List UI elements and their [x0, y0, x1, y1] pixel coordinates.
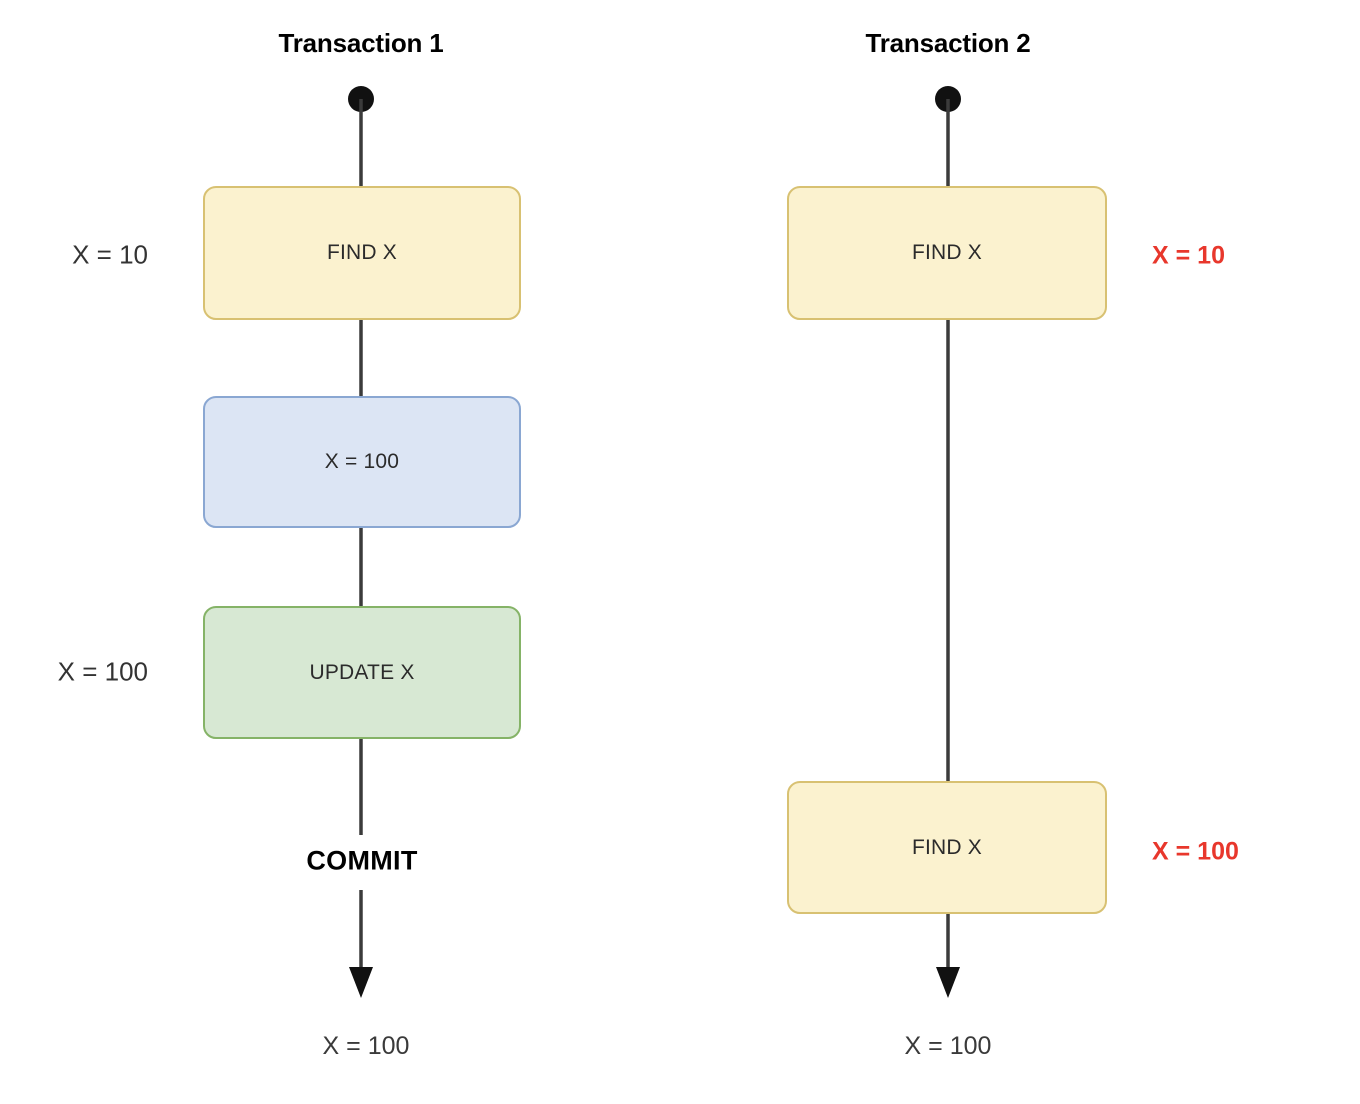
t2-step-find-x-second[interactable]: FIND X — [787, 781, 1107, 914]
t1-step-set-x[interactable]: X = 100 — [203, 396, 521, 528]
t2-step-find-x-first[interactable]: FIND X — [787, 186, 1107, 320]
t1-arrowhead-icon — [349, 967, 373, 998]
t2-arrowhead-icon — [936, 967, 960, 998]
t1-end-label: X = 100 — [322, 1032, 410, 1060]
t1-annotation-x-equals-10: X = 10 — [72, 239, 148, 270]
t2-annotation-x-equals-100: X = 100 — [1152, 837, 1239, 866]
t1-step-set-x-label: X = 100 — [324, 450, 400, 473]
t1-step-find-x[interactable]: FIND X — [203, 186, 521, 320]
t2-step-find-x-first-label: FIND X — [911, 241, 983, 264]
transaction2-title: Transaction 2 — [865, 28, 1031, 58]
t2-step-find-x-second-label: FIND X — [911, 835, 983, 859]
t1-annotation-x-equals-100: X = 100 — [57, 656, 148, 687]
t2-annotation-x-equals-10: X = 10 — [1152, 241, 1225, 270]
t1-commit-label: COMMIT — [296, 842, 428, 880]
t2-end-label: X = 100 — [904, 1032, 992, 1060]
t1-step-update-x[interactable]: UPDATE X — [203, 606, 521, 739]
t1-start-node-icon — [348, 86, 374, 112]
t2-start-node-icon — [935, 86, 961, 112]
t1-step-find-x-label: FIND X — [326, 241, 398, 264]
t1-step-update-x-label: UPDATE X — [309, 660, 415, 684]
transaction1-title: Transaction 1 — [278, 28, 444, 58]
